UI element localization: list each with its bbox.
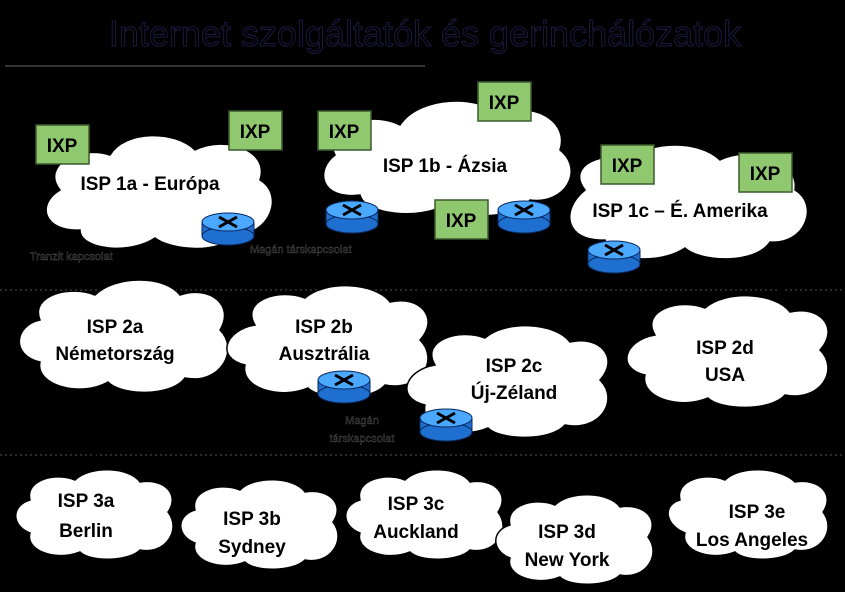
isp-3c-line2: Auckland bbox=[373, 522, 459, 543]
cloud-isp-2d: ISP 2d USA bbox=[626, 294, 829, 409]
cloud-isp-3b: ISP 3b Sydney bbox=[180, 478, 339, 570]
cloud-isp-3d: ISP 3d New York bbox=[495, 493, 654, 585]
isp-2c-line1: ISP 2c bbox=[486, 356, 543, 377]
ixp-box: IXP bbox=[738, 152, 793, 193]
isp-3c-line1: ISP 3c bbox=[388, 494, 445, 515]
isp-3b-line2: Sydney bbox=[218, 537, 286, 558]
svg-text:IXP: IXP bbox=[329, 122, 360, 143]
isp-2c-line2: Új-Zéland bbox=[471, 382, 558, 404]
router-icon bbox=[200, 211, 256, 247]
ixp-box: IXP bbox=[600, 144, 655, 185]
isp-3d-line2: New York bbox=[525, 550, 610, 571]
isp-3e-line2: Los Angeles bbox=[696, 530, 808, 551]
private-peering-annotation: Magán társkapcsolat bbox=[250, 244, 352, 256]
cloud-isp-3e: ISP 3e Los Angeles bbox=[667, 469, 829, 560]
ixp-box: IXP bbox=[317, 110, 372, 151]
router-icon bbox=[586, 239, 642, 275]
ixp-box: IXP bbox=[434, 199, 489, 240]
isp-1a-label: ISP 1a - Európa bbox=[80, 174, 219, 195]
isp-1c-label: ISP 1c – É. Amerika bbox=[592, 200, 768, 222]
cloud-isp-2b: ISP 2b Ausztrália bbox=[226, 284, 429, 399]
isp-3b-line1: ISP 3b bbox=[223, 509, 281, 530]
private-peering-annotation-line1: Magán bbox=[345, 415, 379, 427]
isp-1b-label: ISP 1b - Ázsia bbox=[383, 155, 508, 177]
cloud-isp-1b: ISP 1b - Ázsia bbox=[322, 100, 572, 217]
svg-text:IXP: IXP bbox=[446, 211, 477, 232]
ixp-box: IXP bbox=[477, 81, 532, 122]
isp-2a-line1: ISP 2a bbox=[87, 317, 144, 338]
isp-2b-line1: ISP 2b bbox=[295, 317, 353, 338]
svg-text:IXP: IXP bbox=[489, 93, 520, 114]
isp-3a-line1: ISP 3a bbox=[58, 491, 115, 512]
ixp-box: IXP bbox=[228, 110, 283, 151]
svg-text:IXP: IXP bbox=[240, 122, 271, 143]
cloud-isp-3c: ISP 3c Auckland bbox=[345, 468, 504, 560]
transit-annotation: Tranzit kapcsolat bbox=[30, 251, 113, 263]
cloud-isp-2a: ISP 2a Németország bbox=[18, 279, 229, 394]
router-icon bbox=[418, 407, 474, 443]
page-title: Internet szolgáltatók és gerinchálózatok bbox=[109, 13, 742, 54]
isp-3a-line2: Berlin bbox=[59, 521, 113, 542]
cloud-isp-3a: ISP 3a Berlin bbox=[15, 468, 174, 560]
svg-text:IXP: IXP bbox=[47, 136, 78, 157]
isp-2d-line2: USA bbox=[705, 365, 745, 386]
private-peering-annotation-line2: társkapcsolat bbox=[330, 433, 395, 445]
isp-3e-line1: ISP 3e bbox=[729, 502, 786, 523]
router-icon bbox=[324, 199, 380, 235]
svg-text:IXP: IXP bbox=[750, 164, 781, 185]
isp-2d-line1: ISP 2d bbox=[696, 338, 754, 359]
ixp-box: IXP bbox=[35, 124, 90, 165]
isp-2a-line2: Németország bbox=[55, 344, 174, 365]
isp-3d-line1: ISP 3d bbox=[538, 522, 596, 543]
router-icon bbox=[496, 199, 552, 235]
svg-text:IXP: IXP bbox=[612, 156, 643, 177]
isp-2b-line2: Ausztrália bbox=[279, 344, 370, 365]
router-icon bbox=[316, 369, 372, 405]
